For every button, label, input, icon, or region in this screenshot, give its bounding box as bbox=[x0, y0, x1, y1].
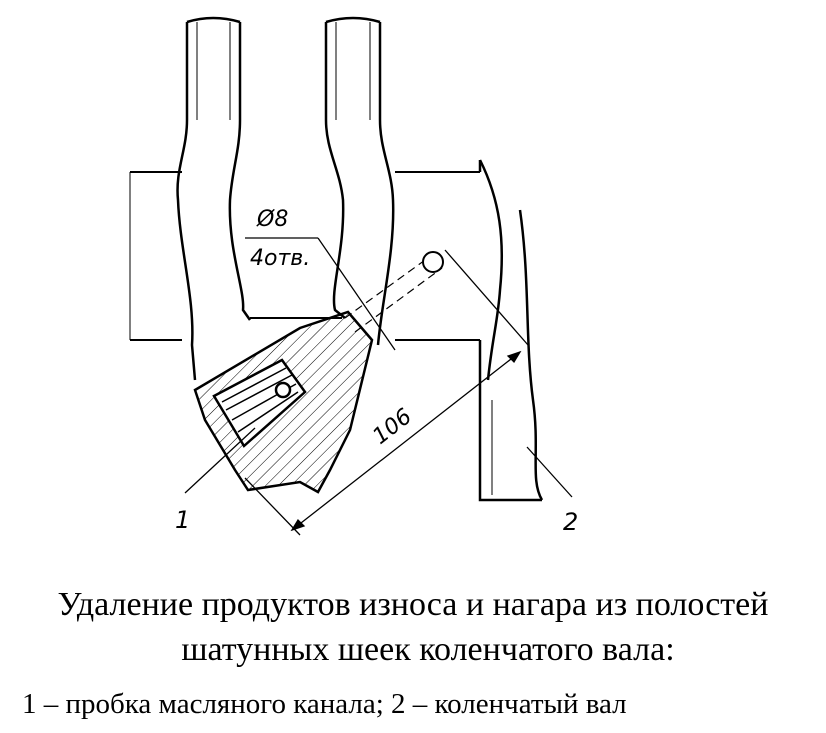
leader-lines bbox=[184, 237, 573, 536]
oil-hole bbox=[422, 251, 444, 273]
main-journal bbox=[129, 171, 480, 341]
rod-journal-section bbox=[193, 310, 374, 494]
crank-web-right bbox=[250, 16, 395, 346]
oil-channel-axis bbox=[344, 254, 443, 333]
callout-1: 1 bbox=[175, 506, 190, 534]
holes-label: 4отв. bbox=[250, 246, 310, 271]
callout-2: 2 bbox=[563, 508, 578, 536]
caption-line-1: Удаление продуктов износа и нагара из по… bbox=[57, 586, 769, 623]
diameter-label: Ø8 bbox=[256, 207, 288, 232]
caption-line-2: шатунных шеек коленчатого вала: bbox=[181, 631, 675, 668]
legend-text: 1 – пробка масляного канала; 2 – коленча… bbox=[22, 688, 627, 720]
crank-web-far-right bbox=[478, 159, 544, 502]
crankshaft-drawing: Ø8 4отв. 106 1 2 bbox=[129, 16, 578, 536]
crank-web-left bbox=[176, 16, 252, 381]
dimension-label: 106 bbox=[368, 404, 416, 450]
